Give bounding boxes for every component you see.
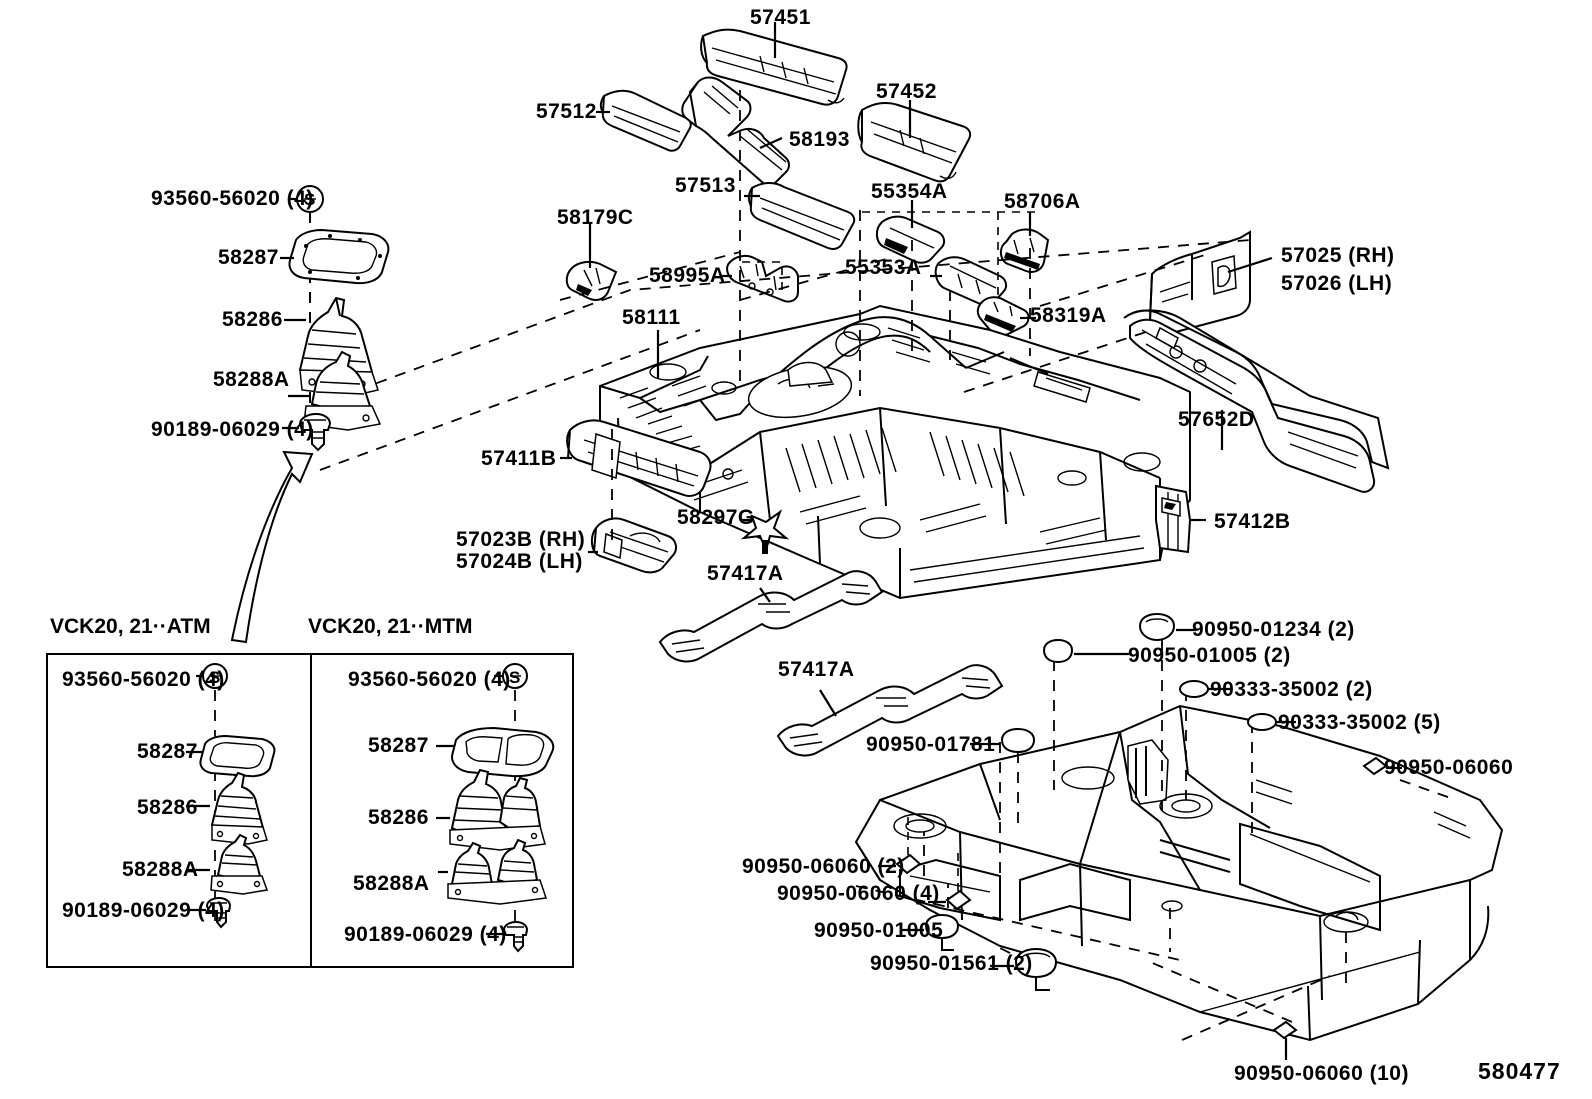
label-58319A: 58319A (1030, 304, 1107, 327)
shift-lever-stack-main (280, 185, 390, 452)
part-58193 (681, 76, 790, 186)
inset-mtm-label-58287: 58287 (368, 734, 429, 757)
label-58995A: 58995A (649, 264, 726, 287)
inset-atm-label-58287: 58287 (137, 740, 198, 763)
label-58193: 58193 (789, 128, 850, 151)
inset-atm-label-58286: 58286 (137, 796, 198, 819)
label-57417A-lower: 57417A (778, 658, 855, 681)
label-90950-06060-2: 90950-06060 (2) (742, 855, 905, 878)
part-57451 (700, 28, 848, 106)
label-90333-35002-a: 90333-35002 (2) (1210, 678, 1373, 701)
label-90950-01005-b: 90950-01005 (814, 919, 944, 942)
screw-badge-letter: S (304, 190, 316, 209)
diagram-number: 580477 (1478, 1058, 1561, 1084)
inset-mtm-label-58286: 58286 (368, 806, 429, 829)
label-58706A: 58706A (1004, 190, 1081, 213)
part-57452 (857, 101, 972, 183)
label-90950-06060-4: 90950-06060 (4) (777, 882, 940, 905)
label-58286: 58286 (222, 308, 283, 331)
inset-atm-contents (186, 663, 276, 930)
leader-58193 (759, 136, 783, 150)
label-57412B: 57412B (1214, 510, 1291, 533)
label-58288A: 58288A (213, 368, 290, 391)
inset-title-atm: VCK20, 21··ATM (50, 615, 211, 638)
label-57451: 57451 (750, 6, 811, 29)
label-90950-01234: 90950-01234 (2) (1192, 618, 1355, 641)
part-57023B-57024B (590, 517, 677, 574)
inset-atm-label-clip: 90189-06029 (4) (62, 899, 225, 922)
part-58706A (1000, 228, 1050, 273)
inset-atm-label-58288A: 58288A (122, 858, 199, 881)
part-58319A (976, 296, 1030, 337)
inset-reference-arrow (230, 450, 314, 644)
label-57026-LH: 57026 (LH) (1281, 272, 1393, 295)
inset-mtm-label-clip: 90189-06029 (4) (344, 923, 507, 946)
part-58297G (740, 509, 790, 554)
label-90950-06060-10: 90950-06060 (10) (1234, 1062, 1409, 1085)
part-55353A (934, 256, 1008, 306)
label-55354A: 55354A (871, 180, 948, 203)
label-90189-06029: 90189-06029 (4) (151, 418, 314, 441)
part-57513 (747, 182, 856, 250)
label-58287: 58287 (218, 246, 279, 269)
part-55354A (876, 215, 946, 264)
inset-atm-label-screw: 93560-56020 (4) (62, 668, 225, 691)
label-90950-01005-a: 90950-01005 (2) (1128, 644, 1291, 667)
inset-boxes-container (46, 653, 574, 968)
leader-57417A-lower (819, 689, 837, 717)
label-57024B-LH: 57024B (LH) (456, 550, 583, 573)
label-58111: 58111 (622, 306, 681, 329)
inset-title-mtm: VCK20, 21··MTM (308, 615, 473, 638)
label-57023B-RH: 57023B (RH) (456, 528, 586, 551)
label-57452: 57452 (876, 80, 937, 103)
label-58179C: 58179C (557, 206, 634, 229)
part-57411B (566, 419, 712, 497)
label-90950-06060-right: 90950-06060 (1384, 756, 1514, 779)
label-57025-RH: 57025 (RH) (1281, 244, 1395, 267)
inset-mtm-contents (436, 663, 555, 953)
label-55353A: 55353A (845, 256, 922, 279)
part-rear-underbody (854, 704, 1504, 1042)
part-57417A-lower (776, 664, 1004, 757)
part-58111-floor-pan (599, 304, 1191, 600)
label-57512: 57512 (536, 100, 597, 123)
part-58179C (565, 260, 618, 301)
inset-mtm-label-58288A: 58288A (353, 872, 430, 895)
fastener-plugs (878, 612, 1402, 1060)
label-93560-56020: 93560-56020 (4) (151, 187, 314, 210)
inset-mtm-screw-badge: S (509, 668, 521, 687)
label-90333-35002-b: 90333-35002 (5) (1278, 711, 1441, 734)
inset-mtm-label-screw: 93560-56020 (4) (348, 668, 511, 691)
label-90950-01561: 90950-01561 (2) (870, 952, 1033, 975)
inset-divider (310, 655, 312, 966)
part-57417A-upper (658, 570, 884, 663)
inset-atm-screw-badge: S (209, 668, 221, 687)
leader-57025 (1227, 256, 1273, 274)
label-58297G: 58297G (677, 506, 755, 529)
part-57512 (599, 89, 692, 152)
label-57411B: 57411B (481, 447, 557, 470)
label-57513: 57513 (675, 174, 736, 197)
part-57412B (1155, 484, 1192, 554)
label-57652D: 57652D (1178, 408, 1255, 431)
label-90950-01781: 90950-01781 (866, 733, 996, 756)
label-57417A-upper: 57417A (707, 562, 784, 585)
part-57652D (1123, 309, 1390, 493)
leader-57417A-upper (759, 587, 771, 603)
